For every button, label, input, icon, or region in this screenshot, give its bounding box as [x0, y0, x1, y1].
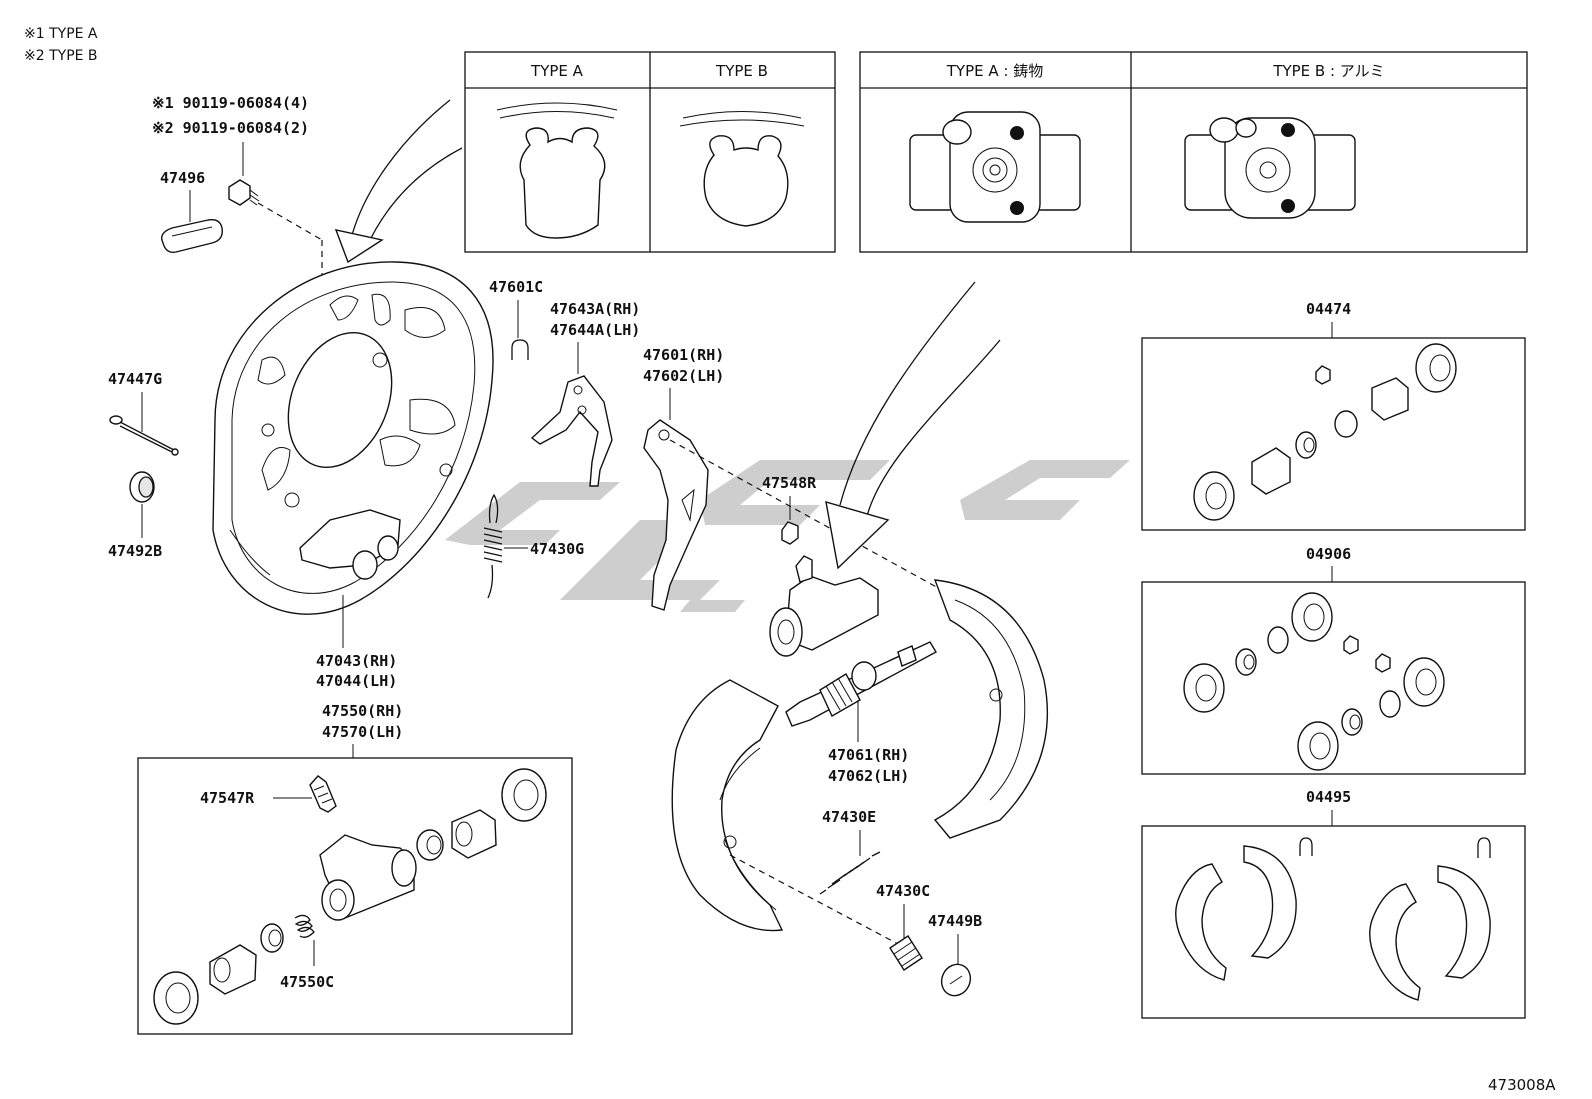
- part-wheel-cylinder-piston-right[interactable]: [451, 809, 497, 859]
- part-47601c-clip[interactable]: [511, 339, 529, 360]
- label-47601-rh: 47601(RH): [643, 346, 724, 364]
- kit-04495-box: [1141, 825, 1526, 1019]
- part-47043-backing-plate[interactable]: [212, 261, 494, 615]
- part-wheel-cylinder-cup-left[interactable]: [260, 923, 284, 953]
- label-47043-rh: 47043(RH): [316, 652, 397, 670]
- part-wheel-cylinder-body[interactable]: [319, 834, 417, 921]
- part-wheel-cylinder-piston-left[interactable]: [209, 944, 257, 995]
- label-47602-lh: 47602(LH): [643, 367, 724, 385]
- part-47430e-spring[interactable]: [819, 851, 881, 895]
- arrow-plate-variant: [334, 99, 463, 264]
- part-47061-adjuster[interactable]: [785, 641, 937, 727]
- label-47644a-lh: 47644A(LH): [550, 321, 640, 339]
- cylinder-type-b-header: TYPE B : アルミ: [1272, 62, 1384, 80]
- part-47496-hole-plug[interactable]: [160, 218, 223, 253]
- label-47062-lh: 47062(LH): [828, 767, 909, 785]
- bolt-note-type-b: ※2 90119-06084(2): [152, 119, 309, 137]
- wheel-cylinder-kit-box: [137, 757, 573, 1035]
- label-kit-04495: 04495: [1306, 788, 1351, 806]
- note-type-a: ※1 TYPE A: [24, 26, 98, 42]
- label-47447g: 47447G: [108, 370, 162, 388]
- label-47550c: 47550C: [280, 973, 334, 991]
- kit-04474-box: [1141, 337, 1526, 531]
- plate-variant-table: TYPE A TYPE B: [464, 51, 836, 253]
- note-type-b: ※2 TYPE B: [24, 48, 98, 64]
- part-47601-strut[interactable]: [643, 419, 709, 611]
- dash-line-strut: [669, 439, 961, 601]
- part-47547r-bleeder[interactable]: [309, 775, 337, 813]
- part-47550c-spring[interactable]: [294, 914, 315, 938]
- part-47492b-cup[interactable]: [129, 471, 155, 503]
- part-47449b-retainer[interactable]: [937, 960, 976, 1001]
- cylinder-type-b-drawing: [1184, 117, 1356, 219]
- part-wheel-cylinder-boot-right[interactable]: [501, 768, 547, 822]
- plate-type-b-shape: [703, 135, 789, 227]
- label-47547r: 47547R: [200, 789, 255, 807]
- label-47601c: 47601C: [489, 278, 543, 296]
- kit-04906-parts[interactable]: [1183, 592, 1445, 771]
- arrow-cylinder-variant: [825, 281, 1001, 570]
- part-wheel-cylinder-boot-left[interactable]: [153, 971, 199, 1025]
- plate-type-b-header: TYPE B: [715, 62, 768, 80]
- label-47492b: 47492B: [108, 542, 162, 560]
- label-47430e: 47430E: [822, 808, 876, 826]
- label-47643a-rh: 47643A(RH): [550, 300, 640, 318]
- part-47430g-spring[interactable]: [483, 493, 503, 599]
- bolt-note-type-a: ※1 90119-06084(4): [152, 94, 309, 112]
- cylinder-type-a-drawing: [909, 111, 1081, 223]
- cylinder-variant-table: TYPE A : 鋳物 TYPE B : アルミ: [859, 51, 1528, 253]
- kit-04906-box: [1141, 581, 1526, 775]
- part-47643a-lever[interactable]: [530, 375, 613, 487]
- label-47496: 47496: [160, 169, 205, 187]
- part-wheel-cylinder-cup-right[interactable]: [416, 829, 444, 861]
- figure-reference: 473008A: [1488, 1076, 1556, 1094]
- cylinder-type-a-header: TYPE A : 鋳物: [946, 62, 1043, 80]
- label-kit-04474: 04474: [1306, 300, 1351, 318]
- part-brake-shoe-trailing[interactable]: [933, 579, 1049, 839]
- label-47570-lh: 47570(LH): [322, 723, 403, 741]
- part-47447g-pin[interactable]: [109, 415, 179, 456]
- label-47061-rh: 47061(RH): [828, 746, 909, 764]
- label-47550-rh: 47550(RH): [322, 702, 403, 720]
- part-center-wheel-cylinder[interactable]: [769, 555, 879, 657]
- label-kit-04906: 04906: [1306, 545, 1351, 563]
- kit-04474-parts[interactable]: [1193, 343, 1457, 521]
- part-brake-shoe-leading[interactable]: [671, 679, 784, 932]
- label-47430g: 47430G: [530, 540, 584, 558]
- part-bolt-90119-06084[interactable]: [228, 179, 260, 206]
- plate-type-a-shape: [519, 127, 606, 239]
- plate-type-a-header: TYPE A: [530, 62, 584, 80]
- label-47044-lh: 47044(LH): [316, 672, 397, 690]
- label-47449b: 47449B: [928, 912, 982, 930]
- label-47548r: 47548R: [762, 474, 817, 492]
- dash-line-bolt: [257, 202, 323, 241]
- part-47430c-spring[interactable]: [889, 935, 923, 971]
- kit-04495-parts[interactable]: [1175, 837, 1491, 1001]
- label-47430c: 47430C: [876, 882, 930, 900]
- part-47548r-cap[interactable]: [781, 521, 799, 545]
